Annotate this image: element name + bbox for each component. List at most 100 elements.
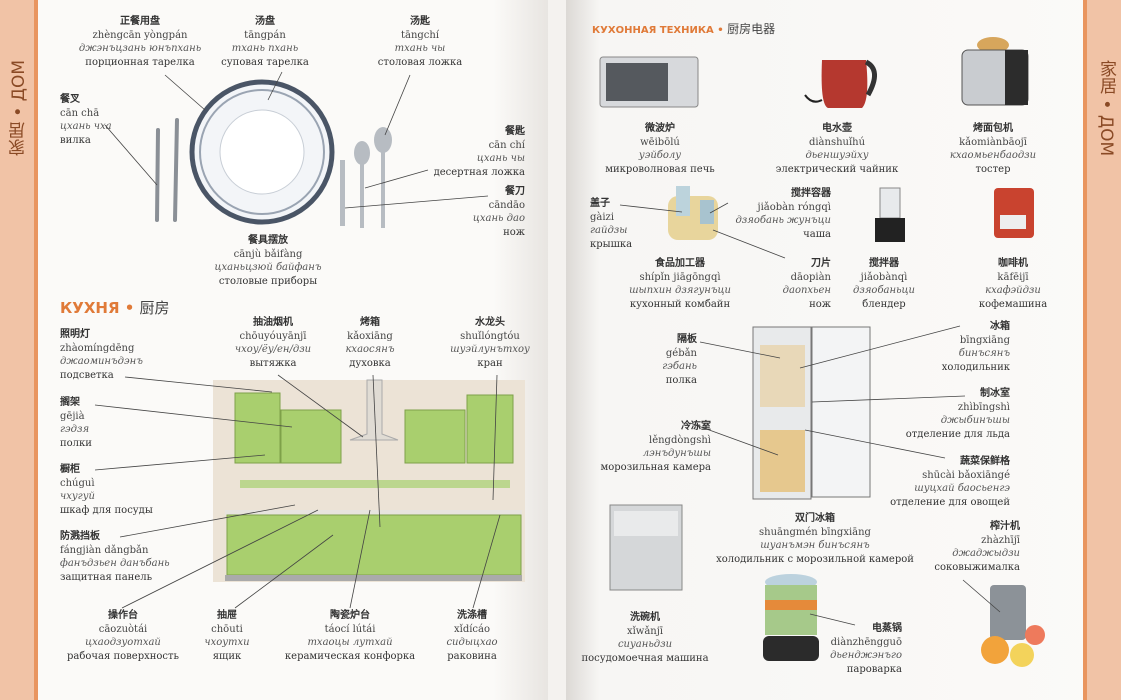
label-zh: 冰箱 bbox=[990, 321, 1010, 332]
label-zh: 咖啡机 bbox=[997, 258, 1028, 269]
label-translit: гэдзя bbox=[60, 424, 90, 435]
label-ru: вытяжка bbox=[249, 357, 297, 369]
label-translit: цханьцзюй байфанъ bbox=[214, 262, 322, 273]
label-zh: 餐刀 bbox=[505, 186, 525, 197]
label-pinyin: zhàomíngdēng bbox=[60, 342, 135, 354]
label-ru: десертная ложка bbox=[433, 166, 525, 178]
label-ru: отделение для льда bbox=[905, 428, 1010, 440]
label-zh: 双门冰箱 bbox=[794, 513, 835, 524]
label-pinyin: jiǎobànqì bbox=[860, 271, 908, 283]
label-pinyin: táocí lútái bbox=[324, 623, 376, 635]
label-translit: дьенджэнъго bbox=[830, 650, 902, 661]
label-translit: джыбинъшы bbox=[940, 415, 1010, 426]
label-translit: чхоутхи bbox=[204, 637, 250, 648]
label-pinyin: xǐwǎnjī bbox=[626, 625, 664, 637]
toaster-image bbox=[961, 37, 1029, 106]
heading-ru: КУХОННАЯ ТЕХНИКА bbox=[592, 25, 714, 36]
section-tab-text: 家居 • ДОМ bbox=[1096, 60, 1116, 157]
label-translit: гэбань bbox=[662, 361, 697, 372]
label-pinyin: shípǐn jiāgōngqì bbox=[639, 271, 721, 283]
label-pinyin: chōuti bbox=[211, 623, 243, 635]
label-translit: кхаомьенбаодзи bbox=[949, 150, 1037, 161]
label-zh: 陶瓷炉台 bbox=[329, 610, 370, 621]
label-translit: цхаодзуотхай bbox=[85, 637, 161, 648]
microwave-image bbox=[599, 56, 699, 108]
kettle-image bbox=[804, 59, 877, 108]
label-translit: дзяобань жунъци bbox=[735, 215, 831, 226]
label-translit: сиуаньдзи bbox=[617, 639, 673, 650]
label-ru: нож bbox=[809, 298, 831, 310]
label-pinyin: bīngxiāng bbox=[959, 334, 1010, 346]
food-processor-image bbox=[668, 186, 718, 240]
label-zh: 榨汁机 bbox=[990, 521, 1020, 532]
heading-ru: КУХНЯ bbox=[60, 299, 120, 317]
label-translit: шыпхин дзягунъци bbox=[629, 285, 731, 296]
label-zh: 洗涤槽 bbox=[457, 610, 487, 621]
label-zh: 电蒸锅 bbox=[872, 623, 902, 634]
label-ru: кран bbox=[477, 357, 503, 369]
dishwasher-image bbox=[609, 504, 683, 591]
label-pinyin: zhàzhījī bbox=[981, 534, 1020, 546]
label-ru: ящик bbox=[212, 650, 242, 662]
label-translit: шуэйлунътхоу bbox=[450, 344, 530, 355]
label-zh: 操作台 bbox=[107, 610, 138, 621]
heading-zh: 厨房电器 bbox=[727, 22, 776, 36]
label-ru: духовка bbox=[349, 357, 391, 369]
label-ru: столовые приборы bbox=[218, 275, 318, 287]
label-translit: джэнъцзань юнъпхань bbox=[78, 43, 202, 54]
label-translit: цхань дао bbox=[472, 213, 525, 224]
label-pinyin: zhèngcān yòngpán bbox=[92, 29, 188, 41]
label-translit: джаджыдзи bbox=[952, 548, 1020, 559]
section-tab-right: 家居 • ДОМ bbox=[1083, 0, 1121, 700]
label-translit: чхоу/ёу/ен/дзи bbox=[234, 344, 312, 355]
label-pinyin: gējià bbox=[60, 410, 85, 422]
label-zh: 微波炉 bbox=[645, 123, 675, 134]
label-zhazhi: 榨汁机 zhàzhījī джаджыдзи соковыжималка bbox=[934, 520, 1020, 574]
label-ru: столовая ложка bbox=[377, 56, 463, 68]
coffee-machine-image bbox=[994, 188, 1034, 238]
label-zh: 冷冻室 bbox=[681, 421, 711, 432]
label-pinyin: shuǐlóngtóu bbox=[460, 330, 520, 342]
label-pinyin: chúguì bbox=[60, 477, 95, 489]
label-ru: соковыжималка bbox=[934, 561, 1020, 573]
label-translit: даопхьен bbox=[782, 285, 831, 296]
appliances-heading: КУХОННАЯ ТЕХНИКА • 厨房电器 bbox=[592, 22, 776, 36]
label-translit: фанъдзьен данъбань bbox=[60, 558, 170, 569]
label-translit: тхань чы bbox=[394, 43, 446, 54]
label-ru: посудомоечная машина bbox=[581, 652, 709, 664]
label-translit: кхафэйдзи bbox=[985, 285, 1041, 296]
label-translit: шуанъмэн бинъсянъ bbox=[760, 540, 870, 551]
label-zh: 餐具摆放 bbox=[247, 235, 288, 246]
label-translit: чхугуй bbox=[60, 491, 95, 502]
label-pinyin: cāozuòtái bbox=[98, 623, 148, 635]
label-ru: чаша bbox=[803, 228, 831, 240]
label-ru: полки bbox=[60, 437, 92, 449]
label-translit: кхаосянъ bbox=[345, 344, 395, 355]
label-pinyin: gàizi bbox=[590, 211, 615, 223]
label-pinyin: zhìbīngshì bbox=[957, 401, 1010, 413]
label-zh: 盖子 bbox=[590, 198, 610, 209]
label-translit: дьеншуэйху bbox=[805, 150, 869, 161]
juicer-image bbox=[981, 585, 1045, 667]
label-ru: вилка bbox=[60, 134, 91, 146]
